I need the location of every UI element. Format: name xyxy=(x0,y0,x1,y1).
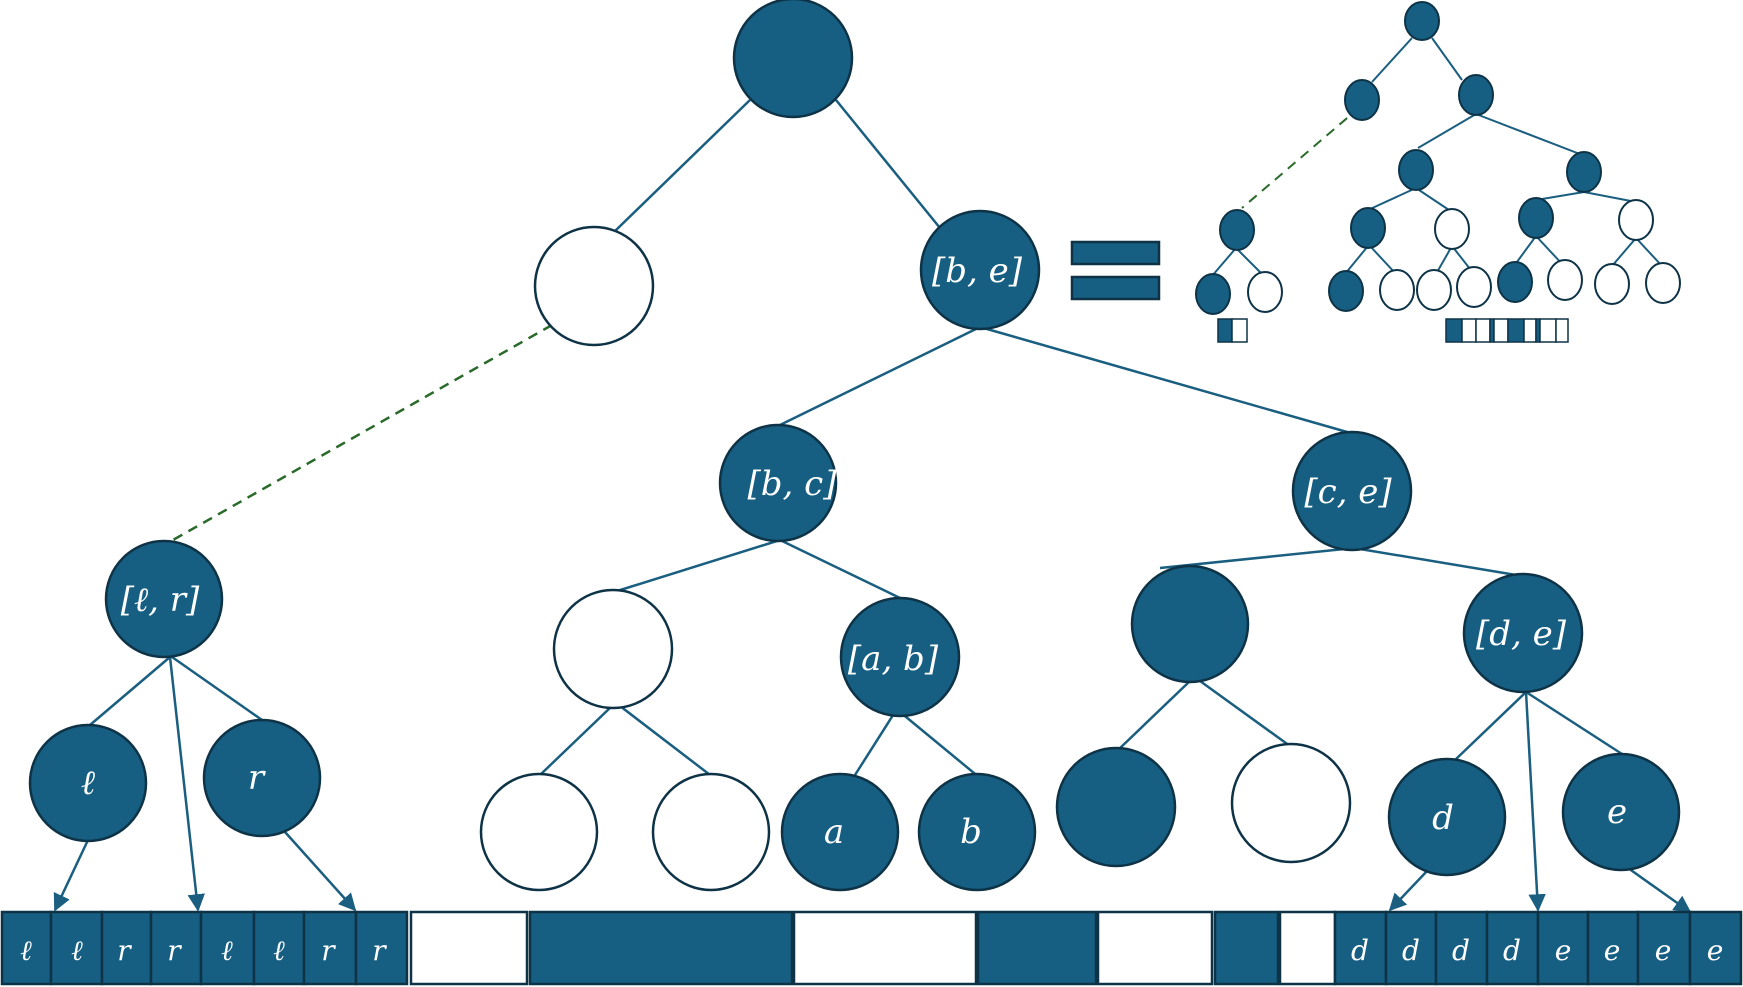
array-cell xyxy=(1434,910,1489,986)
array-cell xyxy=(354,910,409,986)
bottom-array: ℓ ℓ r r ℓ ℓ r r d d d d e e e e xyxy=(0,910,1743,986)
main-tree-edges xyxy=(89,99,1623,779)
array-cell xyxy=(199,910,256,986)
array-cell xyxy=(1333,910,1388,986)
array-cell-label: ℓ xyxy=(273,934,285,967)
empty-leaf-ce xyxy=(1230,742,1352,864)
array-cell-label: e xyxy=(1655,934,1672,967)
empty-node-root-left xyxy=(533,225,655,347)
array-cell-label: ℓ xyxy=(20,934,32,967)
root-node xyxy=(732,0,854,119)
array-arrows xyxy=(53,656,1692,914)
array-cell-label: r xyxy=(117,934,132,967)
node-a-b xyxy=(839,596,961,718)
leaf-r xyxy=(202,718,322,838)
array-block-filled xyxy=(528,910,794,986)
label-leaf-d: d xyxy=(1432,798,1454,838)
leaf-a xyxy=(780,772,900,892)
array-cell xyxy=(252,910,306,986)
label-leaf-b: b xyxy=(960,812,982,852)
array-cell-label: r xyxy=(321,934,336,967)
array-cell xyxy=(1688,910,1743,986)
array-block-empty xyxy=(792,910,978,986)
empty-leaf-1 xyxy=(479,772,599,892)
array-block-empty xyxy=(409,910,529,986)
array-cell xyxy=(100,910,153,986)
filled-node-ce-left xyxy=(1130,564,1250,684)
leaf-l xyxy=(28,723,148,843)
array-cell-label: d xyxy=(1503,934,1521,967)
filled-leaf-ce xyxy=(1055,746,1177,868)
label-leaf-a: a xyxy=(824,812,844,852)
small-tree xyxy=(1195,1,1681,343)
leaf-d xyxy=(1387,757,1507,877)
array-cell xyxy=(149,910,203,986)
label-b-c: [b, c] xyxy=(748,464,838,504)
label-a-b: [a, b] xyxy=(848,639,939,679)
array-block-filled xyxy=(976,910,1098,986)
array-cell xyxy=(1536,910,1590,986)
array-cell-label: e xyxy=(1604,934,1621,967)
node-c-e xyxy=(1291,430,1413,552)
array-cell xyxy=(1636,910,1692,986)
node-b-e xyxy=(919,209,1041,331)
array-cell-label: e xyxy=(1707,934,1724,967)
array-cell-label: r xyxy=(167,934,182,967)
array-cell-label: d xyxy=(1452,934,1470,967)
array-block-empty xyxy=(1096,910,1214,986)
array-cell xyxy=(302,910,358,986)
array-cell-label: e xyxy=(1555,934,1572,967)
node-b-c xyxy=(718,423,838,543)
leaf-b xyxy=(917,772,1037,892)
label-leaf-r: r xyxy=(248,758,266,798)
label-leaf-e: e xyxy=(1607,792,1627,832)
array-cell-label: r xyxy=(372,934,387,967)
node-l-r xyxy=(104,539,224,659)
array-cell-label: ℓ xyxy=(221,934,233,967)
array-cell xyxy=(0,910,53,986)
label-c-e: [c, e] xyxy=(1304,472,1392,512)
array-cell xyxy=(1485,910,1540,986)
leaf-e xyxy=(1561,752,1681,872)
label-d-e: [d, e] xyxy=(1476,614,1567,654)
label-b-e: [b, e] xyxy=(932,251,1023,291)
dashed-link-main xyxy=(172,323,553,542)
equals-sign xyxy=(1070,240,1161,301)
array-cell-label: d xyxy=(1351,934,1369,967)
array-block-filled xyxy=(1213,910,1280,986)
label-l-r: [ℓ, r] xyxy=(121,580,200,620)
array-cell-label: d xyxy=(1402,934,1420,967)
node-d-e xyxy=(1462,572,1584,694)
array-cell-label: ℓ xyxy=(71,934,83,967)
empty-node-bc-left xyxy=(552,588,674,710)
empty-leaf-2 xyxy=(651,772,771,892)
array-block-empty xyxy=(1278,910,1337,986)
label-leaf-l: ℓ xyxy=(81,763,95,803)
